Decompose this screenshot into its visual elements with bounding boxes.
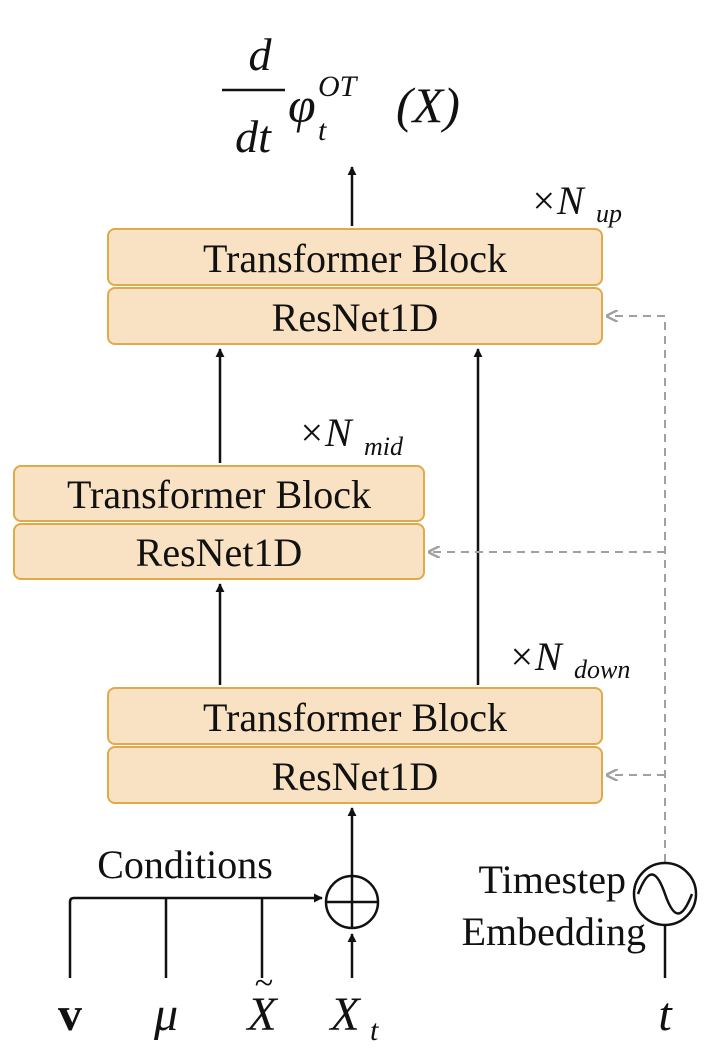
sine-wave-circle-icon	[632, 861, 698, 927]
down-multiplier-subscript: down	[574, 655, 630, 684]
down-transformer-block	[107, 687, 603, 745]
conditions-label: Conditions	[97, 842, 273, 887]
input-mu: μ	[153, 988, 178, 1041]
input-xtilde: X	[245, 988, 278, 1041]
up-multiplier-subscript: up	[596, 199, 622, 228]
up-multiplier: ×N	[530, 178, 586, 223]
input-xtilde-accent: ~	[255, 965, 273, 1002]
mid-resnet-block	[13, 523, 425, 580]
mid-multiplier: ×N	[298, 410, 354, 455]
conditions-bus	[68, 893, 323, 978]
circle-plus-icon	[324, 874, 380, 930]
down-block: Transformer Block ResNet1D ×N down	[107, 634, 630, 804]
input-labels: v μ X ~ X t t	[58, 965, 673, 1047]
down-multiplier: ×N	[508, 634, 564, 679]
timestep-dashed-arrows	[429, 316, 666, 862]
down-resnet-label: ResNet1D	[272, 754, 439, 799]
output-phi-subscript: t	[318, 114, 327, 147]
up-transformer-label: Transformer Block	[203, 236, 507, 281]
mid-multiplier-subscript: mid	[364, 432, 404, 461]
down-resnet-block	[107, 746, 603, 804]
timestep-label-line1: Timestep	[479, 857, 626, 902]
output-label: d dt φ OT t (X)	[222, 29, 460, 162]
mid-transformer-block	[13, 465, 425, 522]
timestep-label-line2: Embedding	[462, 909, 646, 954]
solid-arrows	[68, 166, 667, 978]
output-frac-numerator: d	[249, 29, 273, 80]
input-v: v	[58, 988, 82, 1041]
mid-resnet-label: ResNet1D	[136, 530, 303, 575]
output-phi: φ	[288, 77, 316, 133]
up-resnet-label: ResNet1D	[272, 295, 439, 340]
up-resnet-block	[107, 287, 603, 345]
mid-transformer-label: Transformer Block	[67, 472, 371, 517]
output-phi-superscript: OT	[318, 70, 359, 103]
input-t: t	[658, 988, 673, 1041]
input-xt-subscript: t	[370, 1014, 379, 1047]
up-block: Transformer Block ResNet1D ×N up	[107, 178, 622, 345]
down-transformer-label: Transformer Block	[203, 695, 507, 740]
output-argument: (X)	[396, 77, 460, 133]
input-xt: X	[328, 988, 361, 1041]
mid-block: Transformer Block ResNet1D ×N mid	[13, 410, 425, 580]
output-frac-denominator: dt	[235, 111, 272, 162]
up-transformer-block	[107, 228, 603, 286]
